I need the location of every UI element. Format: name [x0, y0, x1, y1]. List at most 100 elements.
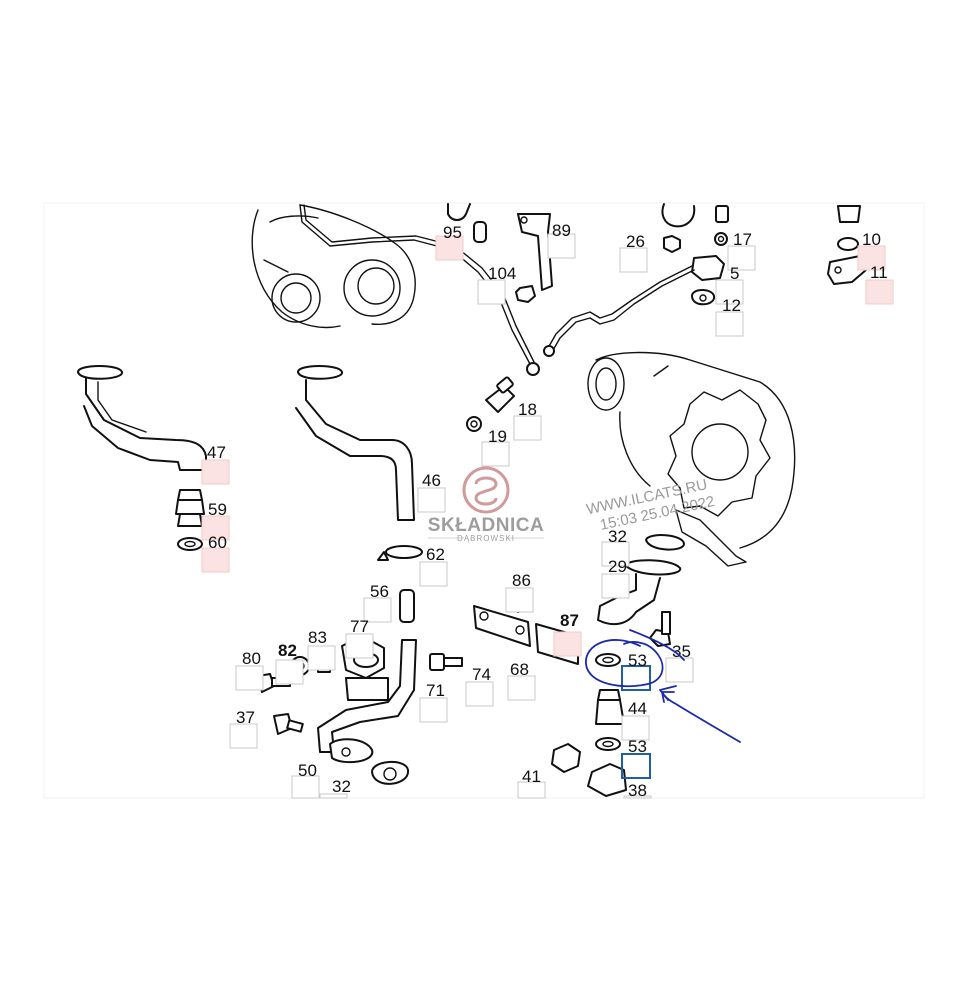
callout-56[interactable]: 56 [363, 582, 392, 623]
svg-text:62: 62 [426, 545, 445, 564]
svg-text:10: 10 [862, 230, 881, 249]
callout-53-lower[interactable]: 53 [621, 737, 651, 779]
seal-and-fitting-stack [551, 653, 627, 797]
logo-sub: DĄBROWSKI [457, 534, 515, 543]
callout-37[interactable]: 37 [229, 708, 258, 749]
callout-74[interactable]: 74 [465, 665, 494, 707]
svg-text:50: 50 [298, 761, 317, 780]
svg-text:86: 86 [512, 571, 531, 590]
svg-text:41: 41 [522, 767, 541, 786]
svg-text:83: 83 [308, 628, 327, 647]
oil-pipe-71 [317, 639, 417, 785]
svg-text:59: 59 [208, 500, 227, 519]
callout-83[interactable]: 83 [307, 628, 336, 671]
callout-11[interactable]: 11 [865, 263, 894, 305]
svg-text:32: 32 [608, 527, 627, 546]
svg-text:11: 11 [870, 263, 888, 282]
turbocharger-right [587, 351, 796, 567]
callout-95[interactable]: 95 [435, 223, 464, 261]
callout-38[interactable]: 38 [623, 781, 652, 800]
svg-text:46: 46 [422, 471, 441, 490]
callout-46[interactable]: 46 [417, 471, 446, 513]
callout-26[interactable]: 26 [619, 232, 648, 273]
callout-60[interactable]: 60 [201, 533, 230, 573]
oil-line-right [543, 265, 695, 357]
svg-text:29: 29 [608, 557, 627, 576]
callout-59[interactable]: 59 [201, 500, 230, 541]
turbocharger-left [251, 204, 416, 329]
callout-53-upper[interactable]: 53 [621, 651, 651, 691]
svg-text:17: 17 [733, 230, 752, 249]
svg-text:56: 56 [370, 582, 389, 601]
callout-47[interactable]: 47 [201, 443, 230, 485]
svg-text:26: 26 [626, 232, 645, 251]
elbow-29 [597, 534, 685, 626]
plate-74 [473, 605, 531, 647]
callout-104[interactable]: 104 [477, 264, 516, 305]
svg-text:47: 47 [207, 443, 226, 462]
callout-10[interactable]: 10 [857, 230, 886, 271]
svg-text:82: 82 [278, 641, 297, 660]
bolt-35 [649, 611, 671, 647]
banjo-bolt-18 [466, 376, 515, 432]
svg-text:87: 87 [560, 611, 579, 630]
callout-44[interactable]: 44 [621, 699, 650, 741]
callouts: 95 89 26 17 10 11 104 [201, 221, 894, 800]
hand-drawn-arrow [661, 691, 741, 743]
hand-annotation [585, 629, 741, 743]
callout-82[interactable]: 82 [275, 641, 304, 685]
svg-text:44: 44 [628, 699, 647, 718]
callout-89[interactable]: 89 [547, 221, 576, 259]
svg-text:37: 37 [236, 708, 255, 727]
svg-text:19: 19 [488, 427, 507, 446]
callout-19[interactable]: 19 [481, 427, 510, 467]
callout-5[interactable]: 5 [715, 264, 744, 305]
callout-62[interactable]: 62 [419, 545, 448, 587]
callout-29[interactable]: 29 [601, 557, 630, 599]
callout-18[interactable]: 18 [513, 400, 542, 441]
callout-77[interactable]: 77 [345, 617, 374, 659]
callout-80[interactable]: 80 [235, 649, 264, 691]
svg-text:68: 68 [510, 660, 529, 679]
fitting-10-11 [827, 205, 867, 285]
callout-32-lower[interactable]: 32 [319, 777, 351, 799]
oil-return-pipe-47 [77, 365, 207, 471]
svg-text:71: 71 [426, 681, 445, 700]
svg-text:80: 80 [242, 649, 261, 668]
callout-32-upper[interactable]: 32 [601, 527, 630, 567]
top-small-parts [447, 203, 729, 306]
callout-17[interactable]: 17 [727, 230, 756, 271]
callout-71[interactable]: 71 [419, 681, 448, 723]
callout-35[interactable]: 35 [665, 642, 694, 683]
svg-text:35: 35 [672, 642, 691, 661]
watermark-stamp: WWW.ILCATS.RU 15:03 25.04.2022 [585, 476, 716, 534]
watermark-logo: SKŁADNICA DĄBROWSKI [428, 466, 544, 543]
svg-text:32: 32 [332, 777, 351, 796]
svg-text:18: 18 [518, 400, 537, 419]
svg-text:53: 53 [628, 651, 647, 670]
svg-text:89: 89 [552, 221, 571, 240]
svg-text:38: 38 [628, 781, 647, 800]
diagram-frame [43, 202, 925, 799]
svg-text:95: 95 [443, 223, 462, 242]
callout-41[interactable]: 41 [517, 767, 546, 799]
callout-68[interactable]: 68 [507, 660, 536, 701]
svg-text:60: 60 [208, 533, 227, 552]
sleeve-56 [399, 589, 415, 623]
svg-text:74: 74 [472, 665, 491, 684]
svg-text:53: 53 [628, 737, 647, 756]
svg-text:77: 77 [350, 617, 369, 636]
svg-text:104: 104 [488, 264, 516, 283]
plug-59 [175, 489, 205, 551]
callout-86[interactable]: 86 [505, 571, 534, 613]
callout-12[interactable]: 12 [715, 296, 744, 337]
bolt-71 [429, 653, 463, 671]
callout-87[interactable]: 87 [553, 611, 582, 657]
callout-50[interactable]: 50 [291, 761, 320, 799]
svg-text:5: 5 [730, 264, 739, 283]
svg-text:12: 12 [722, 296, 741, 315]
hand-drawn-circle [585, 639, 664, 688]
oil-return-pipe-46 [295, 365, 415, 521]
